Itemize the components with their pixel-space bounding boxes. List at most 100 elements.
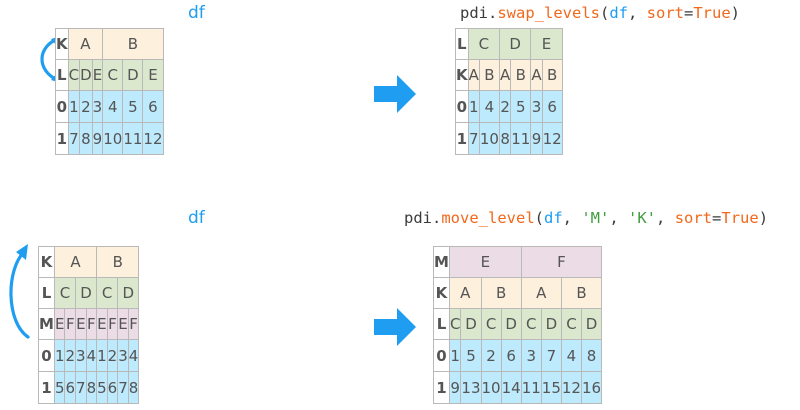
title-text: pdi.move_level(df, 'M', 'K', sort=True)	[404, 209, 768, 227]
title-token: move_level	[441, 209, 535, 227]
header-cell: B	[102, 28, 164, 60]
header-cell: C	[53, 277, 77, 309]
header-cell: B	[478, 59, 500, 91]
data-cell: 5	[53, 371, 66, 404]
title-token: df	[609, 4, 628, 22]
row-index: 0	[38, 339, 55, 372]
data-cell: 8	[498, 122, 512, 155]
header-cell: D	[540, 308, 562, 340]
title-token: (	[599, 4, 610, 22]
data-cell: 3	[117, 339, 129, 372]
title-token: True	[693, 4, 731, 22]
header-cell: B	[510, 59, 532, 91]
data-cell: 2	[64, 339, 77, 372]
data-cell: 4	[102, 90, 124, 123]
data-cell: 5	[460, 339, 482, 372]
title-token: =	[684, 4, 694, 22]
title-token: ,	[609, 209, 629, 227]
title-token: )	[758, 209, 769, 227]
row-index: 1	[455, 122, 469, 155]
data-cell: 12	[560, 371, 582, 404]
data-cell: 10	[480, 371, 502, 404]
data-cell: 10	[478, 122, 500, 155]
header-cell: D	[75, 277, 98, 309]
title-token: df	[188, 3, 205, 23]
header-cell: A	[53, 246, 98, 278]
header-cell: C	[520, 308, 542, 340]
data-cell: 5	[96, 371, 108, 404]
data-cell: 1	[67, 90, 81, 123]
data-cell: 1	[448, 339, 462, 372]
data-cell: 7	[67, 122, 81, 155]
header-cell: C	[480, 308, 502, 340]
title-token: ,	[656, 209, 675, 227]
data-cell: 9	[448, 371, 462, 404]
header-cell: C	[67, 59, 81, 91]
level-name-K: K	[55, 28, 69, 60]
data-cell: 2	[480, 339, 502, 372]
header-cell: D	[79, 59, 93, 91]
data-cell: 12	[541, 122, 563, 155]
panel-title-top-left: df	[188, 3, 205, 23]
header-cell: F	[64, 308, 77, 340]
level-name-K: K	[455, 59, 469, 91]
transform-arrow-top-icon	[374, 75, 416, 113]
header-cell: B	[541, 59, 563, 91]
title-token: df	[188, 208, 205, 228]
data-cell: 8	[85, 371, 98, 404]
header-cell: C	[448, 308, 462, 340]
data-cell: 4	[560, 339, 582, 372]
header-cell: A	[530, 59, 543, 91]
data-cell: 11	[122, 122, 144, 155]
header-cell: F	[85, 308, 98, 340]
transform-arrow-bottom-icon	[374, 308, 416, 346]
level-name-M: M	[38, 308, 55, 340]
data-cell: 6	[106, 371, 119, 404]
header-cell: C	[467, 28, 500, 60]
data-cell: 15	[540, 371, 562, 404]
title-token: sort	[646, 4, 684, 22]
header-cell: A	[520, 277, 562, 309]
level-name-L: L	[455, 28, 469, 60]
header-cell: E	[75, 308, 87, 340]
header-cell: F	[106, 308, 119, 340]
level-name-L: L	[55, 59, 69, 91]
data-cell: 1	[53, 339, 66, 372]
title-token: =	[712, 209, 722, 227]
header-cell: F	[520, 246, 603, 278]
move-level-curved-arrow	[9, 244, 30, 339]
row-index: 1	[55, 122, 69, 155]
data-cell: 6	[500, 339, 522, 372]
panel-title-top-right: pdi.swap_levels(df, sort=True)	[460, 4, 740, 22]
data-cell: 2	[498, 90, 512, 123]
title-text: pdi.swap_levels(df, sort=True)	[460, 4, 740, 22]
data-cell: 4	[478, 90, 500, 123]
data-cell: 3	[520, 339, 542, 372]
header-cell: D	[498, 28, 532, 60]
data-cell: 8	[127, 371, 140, 404]
data-cell: 16	[580, 371, 603, 404]
header-cell: A	[498, 59, 512, 91]
panel-title-bottom-left: df	[188, 208, 205, 228]
data-cell: 3	[91, 90, 104, 123]
header-cell: A	[448, 277, 482, 309]
title-token: pdi.	[460, 4, 498, 22]
data-cell: 1	[467, 90, 480, 123]
title-token: sort	[674, 209, 713, 227]
header-cell: C	[96, 277, 119, 309]
header-cell: F	[127, 308, 140, 340]
data-cell: 7	[540, 339, 562, 372]
header-cell: D	[117, 277, 140, 309]
